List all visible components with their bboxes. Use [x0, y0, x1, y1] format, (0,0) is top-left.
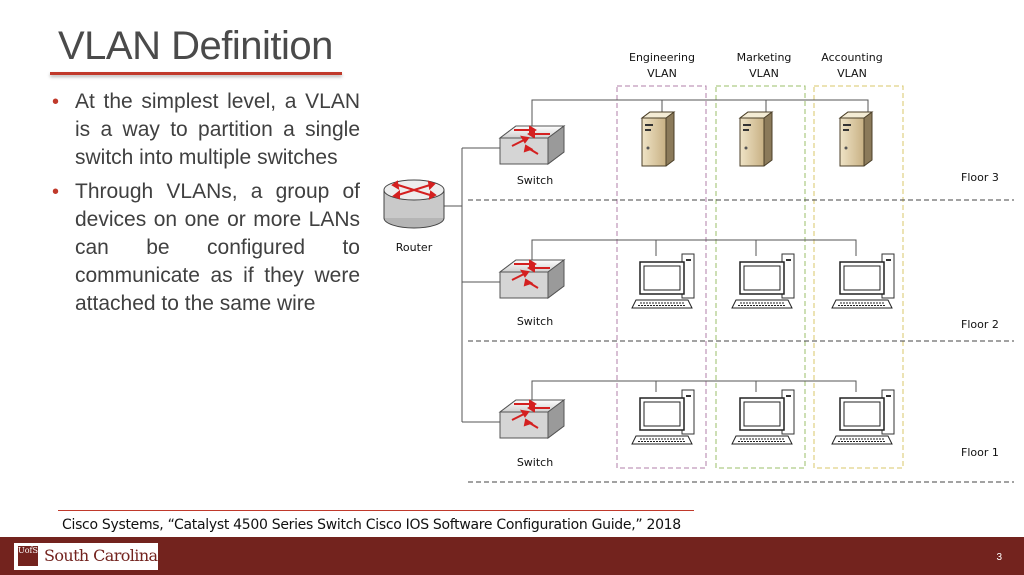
bullet-text: Through VLANs, a group of devices on one…	[75, 180, 360, 315]
workstation-icon	[831, 389, 895, 445]
bullet-item: • Through VLANs, a group of devices on on…	[50, 178, 360, 318]
footer-bar	[0, 537, 1024, 575]
trunk-links	[442, 147, 500, 423]
vlan-label-marketing-suffix: VLAN	[749, 67, 779, 80]
slide-title: VLAN Definition	[58, 24, 333, 68]
workstation-icon	[631, 389, 695, 445]
vlan-box-accounting	[813, 85, 904, 469]
vlan-label-engineering-suffix: VLAN	[647, 67, 677, 80]
floor-label-1: Floor 1	[961, 446, 999, 459]
workstation-icon	[731, 389, 795, 445]
floor-label-2: Floor 2	[961, 318, 999, 331]
vlan-diagram: Engineering VLAN Marketing VLAN Accounti…	[383, 51, 1014, 483]
bullet-text: At the simplest level, a VLAN is a way t…	[75, 90, 360, 169]
vlan-label-accounting-name: Accounting	[821, 51, 882, 64]
vlan-label-marketing-name: Marketing	[737, 51, 792, 64]
page-number: 3	[996, 552, 1002, 563]
server-icon	[839, 111, 873, 167]
logo-text: South Carolina	[44, 546, 158, 565]
workstation-icon	[731, 253, 795, 309]
switch-icon	[499, 399, 565, 439]
bullet-dot-icon: •	[52, 91, 60, 113]
workstation-icon	[631, 253, 695, 309]
server-icon	[641, 111, 675, 167]
switch-icon	[499, 259, 565, 299]
switch-label-floor-2: Switch	[517, 315, 553, 328]
logo-mark-icon: UofSC	[18, 546, 44, 566]
vlan-label-engineering-name: Engineering	[629, 51, 695, 64]
server-icon	[739, 111, 773, 167]
router-icon	[383, 179, 445, 229]
switch-label-floor-3: Switch	[517, 174, 553, 187]
citation-divider	[58, 510, 694, 511]
title-underline	[50, 72, 342, 75]
workstation-icon	[831, 253, 895, 309]
citation-text: Cisco Systems, “Catalyst 4500 Series Swi…	[62, 517, 681, 533]
router-label: Router	[396, 241, 433, 254]
vlan-box-engineering	[616, 85, 707, 469]
floor-label-3: Floor 3	[961, 171, 999, 184]
switch-label-floor-1: Switch	[517, 456, 553, 469]
vlan-label-accounting-suffix: VLAN	[837, 67, 867, 80]
access-links	[531, 99, 869, 402]
switch-icon	[499, 125, 565, 165]
university-logo: UofSC South Carolina	[14, 543, 158, 570]
bullet-item: • At the simplest level, a VLAN is a way …	[50, 88, 360, 172]
bullet-dot-icon: •	[52, 181, 60, 203]
bullet-list: • At the simplest level, a VLAN is a way …	[50, 88, 360, 324]
vlan-box-marketing	[715, 85, 806, 469]
